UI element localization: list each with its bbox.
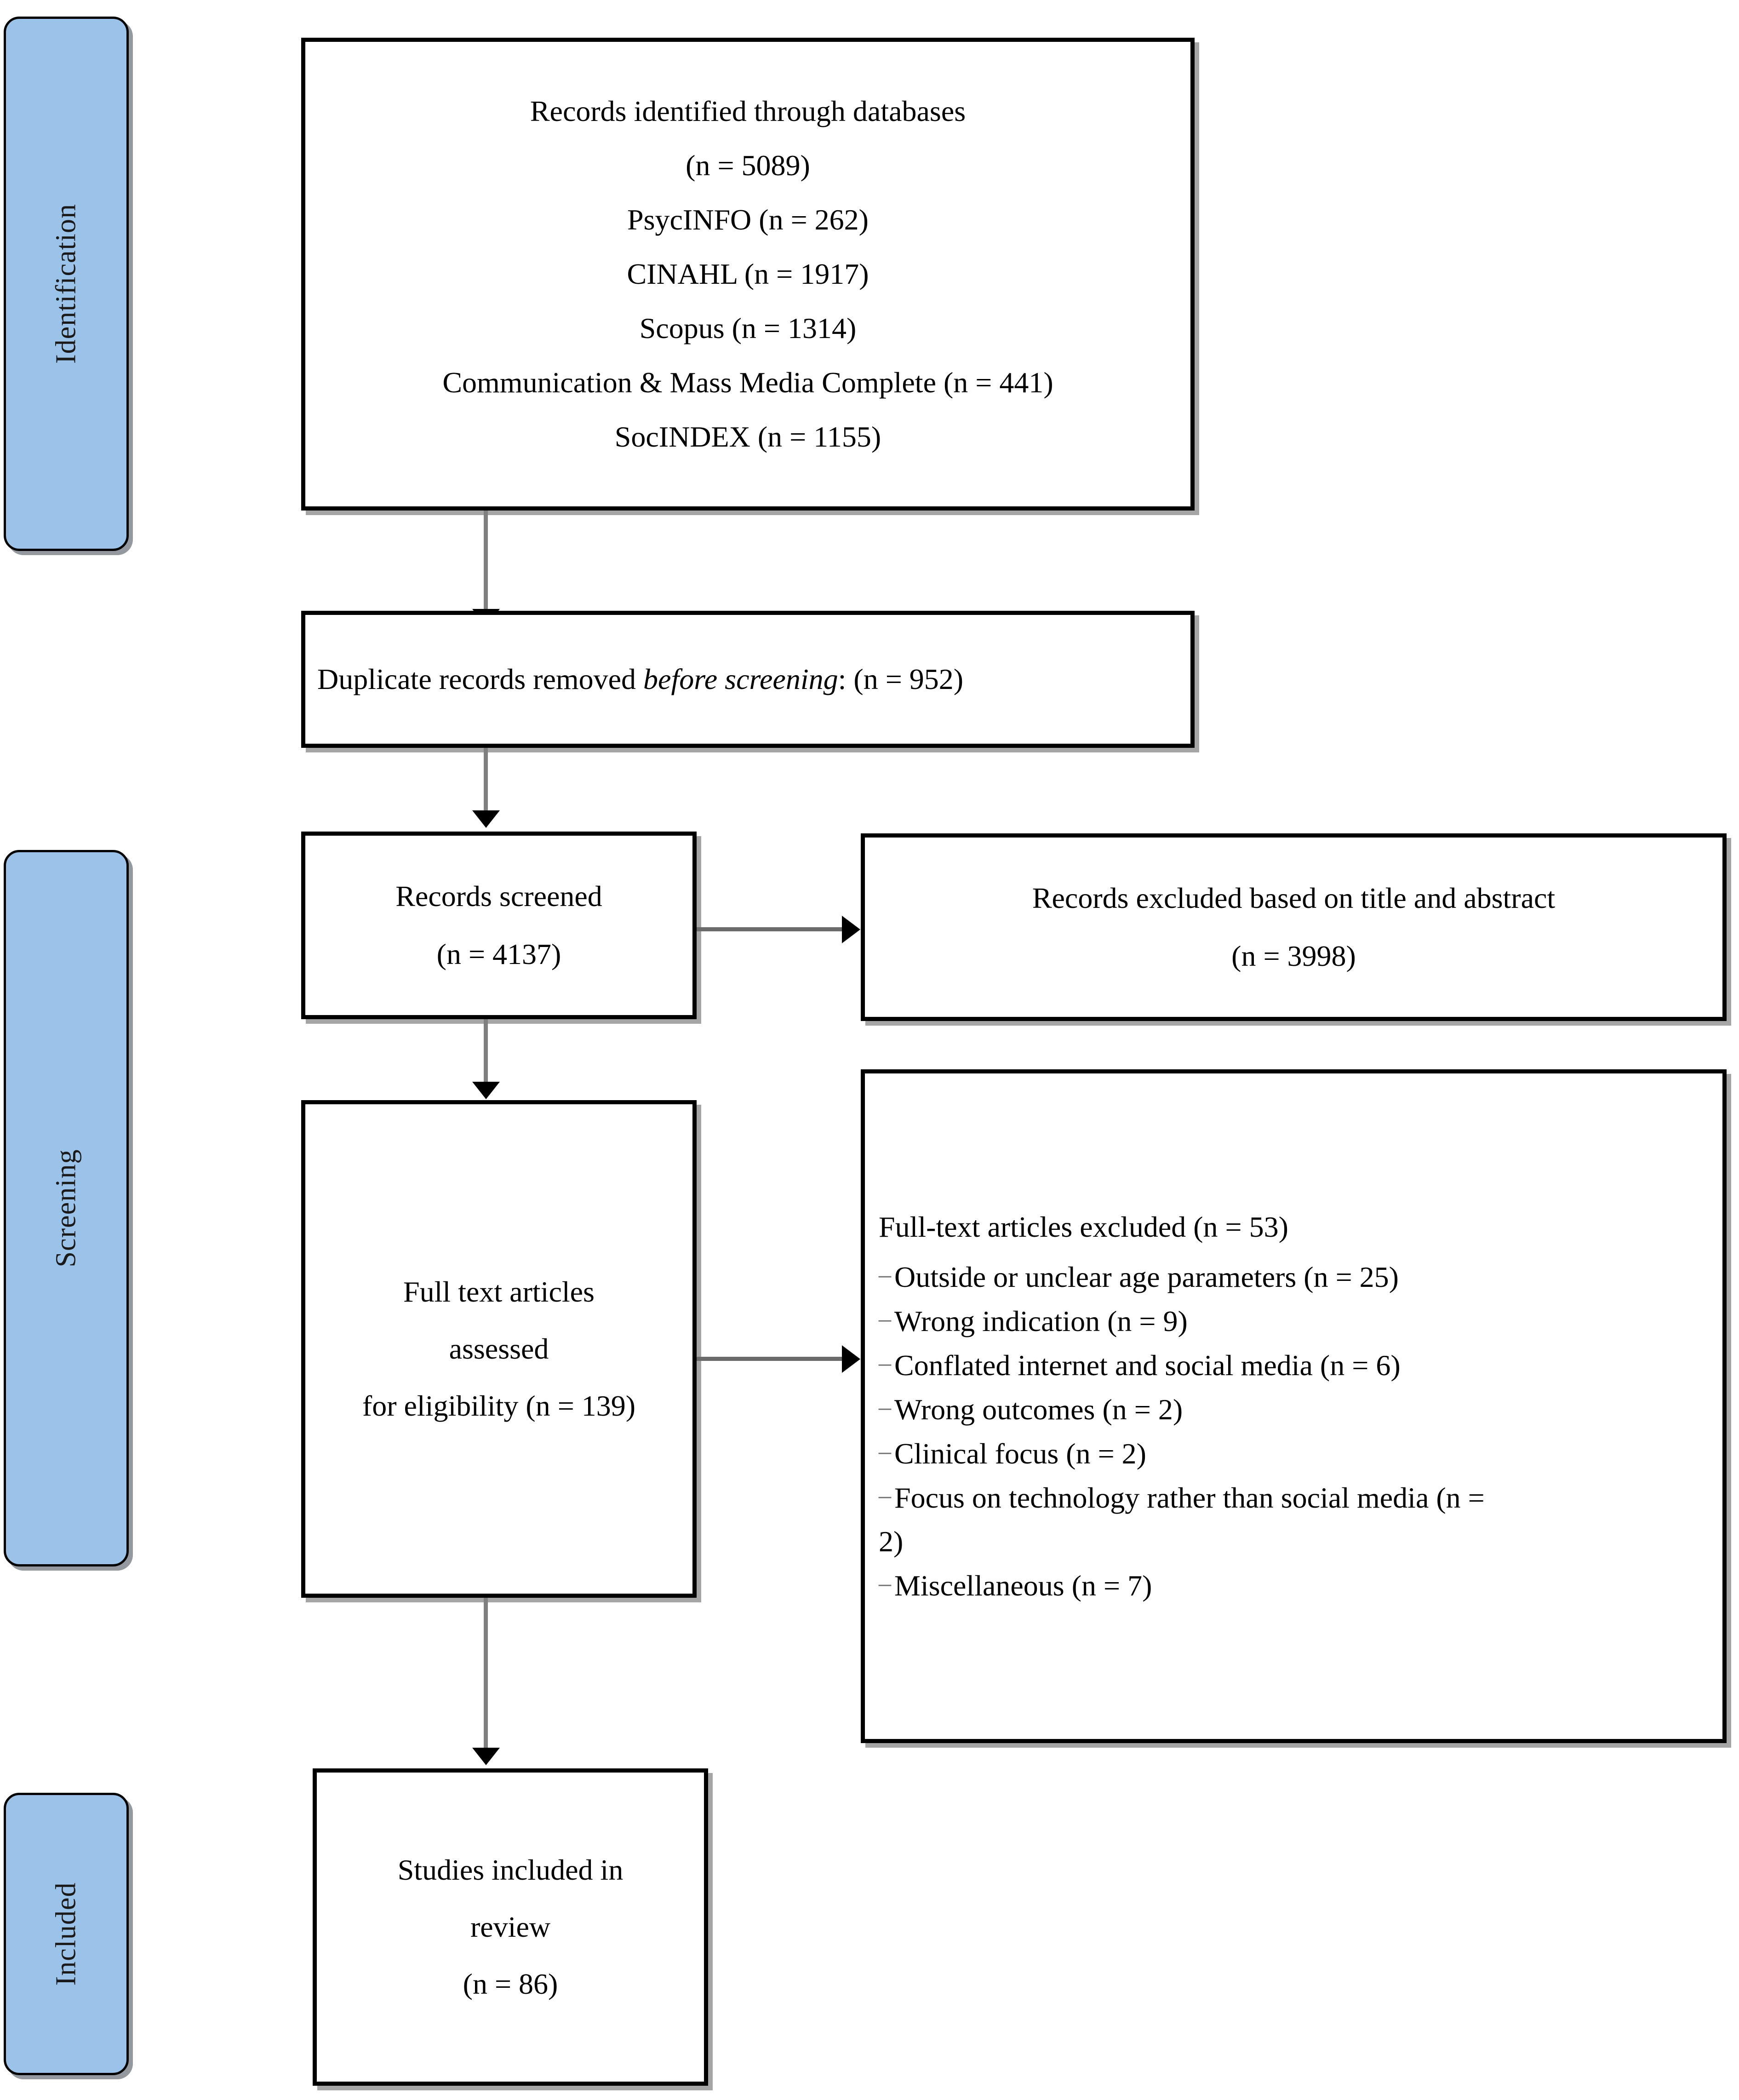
fulltext-excluded-reason-misc: –Miscellaneous (n = 7)	[879, 1571, 1722, 1601]
records-excluded-title: Records excluded based on title and abst…	[1032, 882, 1556, 914]
fulltext-excluded-reason-clinical: –Clinical focus (n = 2)	[879, 1439, 1722, 1469]
fulltext-excluded-reason-conflated: –Conflated internet and social media (n …	[879, 1350, 1722, 1380]
fulltext-excluded-reason-outcomes-text: Wrong outcomes (n = 2)	[894, 1393, 1183, 1426]
records-identified-scopus: Scopus (n = 1314)	[639, 312, 857, 344]
duplicates-removed-suffix: : (n = 952)	[838, 663, 964, 695]
stage-pill-identification: Identification	[4, 17, 129, 551]
records-identified-psycinfo: PsycINFO (n = 262)	[627, 203, 869, 236]
stage-label-identification: Identification	[50, 204, 82, 364]
arrow-identified-to-duplicates	[484, 511, 488, 611]
fulltext-assessed-line2: assessed	[449, 1332, 549, 1365]
fulltext-assessed-line1: Full text articles	[403, 1275, 595, 1308]
fulltext-excluded-list: Full-text articles excluded (n = 53) –Ou…	[865, 1198, 1722, 1615]
fulltext-excluded-reason-conflated-text: Conflated internet and social media (n =…	[894, 1348, 1401, 1382]
fulltext-excluded-reason-misc-text: Miscellaneous (n = 7)	[894, 1569, 1152, 1602]
box-fulltext-excluded: Full-text articles excluded (n = 53) –Ou…	[861, 1069, 1727, 1743]
list-dash-icon: –	[879, 1393, 891, 1421]
records-screened-title: Records screened	[395, 880, 602, 912]
duplicates-removed-emphasis: before screening	[643, 663, 838, 695]
records-identified-cmmc: Communication & Mass Media Complete (n =…	[442, 366, 1053, 399]
duplicates-removed-prefix: Duplicate records removed	[317, 663, 644, 695]
fulltext-excluded-reason-outcomes: –Wrong outcomes (n = 2)	[879, 1394, 1722, 1424]
fulltext-assessed-line3: for eligibility (n = 139)	[362, 1389, 636, 1422]
box-fulltext-assessed: Full text articles assessed for eligibil…	[301, 1100, 697, 1598]
box-records-screened: Records screened (n = 4137)	[301, 832, 697, 1019]
fulltext-excluded-reason-technology-cont: 2)	[879, 1525, 904, 1558]
studies-included-count: (n = 86)	[463, 1968, 558, 2000]
fulltext-excluded-reason-technology: –Focus on technology rather than social …	[879, 1483, 1722, 1513]
stage-pill-screening: Screening	[4, 850, 129, 1566]
records-screened-count: (n = 4137)	[436, 938, 561, 970]
fulltext-excluded-reason-age-text: Outside or unclear age parameters (n = 2…	[894, 1260, 1399, 1293]
box-records-identified: Records identified through databases (n …	[301, 38, 1195, 511]
duplicates-removed-text: Duplicate records removed before screeni…	[305, 665, 975, 694]
records-identified-cinahl: CINAHL (n = 1917)	[627, 258, 869, 290]
fulltext-excluded-reason-indication: –Wrong indication (n = 9)	[879, 1306, 1722, 1336]
box-records-excluded: Records excluded based on title and abst…	[861, 833, 1727, 1021]
arrow-screened-to-excluded	[697, 927, 844, 931]
fulltext-excluded-reason-clinical-text: Clinical focus (n = 2)	[894, 1437, 1146, 1470]
list-dash-icon: –	[879, 1304, 891, 1332]
records-identified-total: (n = 5089)	[686, 149, 810, 182]
records-identified-socindex: SocINDEX (n = 1155)	[614, 420, 881, 453]
records-excluded-count: (n = 3998)	[1231, 940, 1356, 972]
fulltext-excluded-reason-indication-text: Wrong indication (n = 9)	[894, 1304, 1188, 1337]
fulltext-excluded-reason-age: –Outside or unclear age parameters (n = …	[879, 1262, 1722, 1292]
list-dash-icon: –	[879, 1481, 891, 1509]
list-dash-icon: –	[879, 1569, 891, 1597]
arrow-duplicates-to-screened	[484, 748, 488, 812]
records-identified-title: Records identified through databases	[530, 95, 966, 127]
list-dash-icon: –	[879, 1260, 891, 1288]
fulltext-excluded-heading: Full-text articles excluded (n = 53)	[879, 1210, 1288, 1243]
stage-label-included: Included	[50, 1882, 82, 1986]
list-dash-icon: –	[879, 1437, 891, 1465]
box-duplicates-removed: Duplicate records removed before screeni…	[301, 611, 1195, 748]
stage-label-screening: Screening	[50, 1149, 82, 1268]
arrow-screened-to-fulltext	[484, 1019, 488, 1084]
arrow-fulltext-to-included	[484, 1598, 488, 1750]
list-dash-icon: –	[879, 1348, 891, 1377]
studies-included-line2: review	[470, 1911, 551, 1943]
box-studies-included: Studies included in review (n = 86)	[313, 1768, 708, 2086]
fulltext-excluded-reason-technology-text: Focus on technology rather than social m…	[894, 1481, 1485, 1514]
stage-pill-included: Included	[4, 1793, 129, 2075]
studies-included-line1: Studies included in	[397, 1853, 624, 1886]
arrow-fulltext-to-excluded	[697, 1357, 844, 1361]
